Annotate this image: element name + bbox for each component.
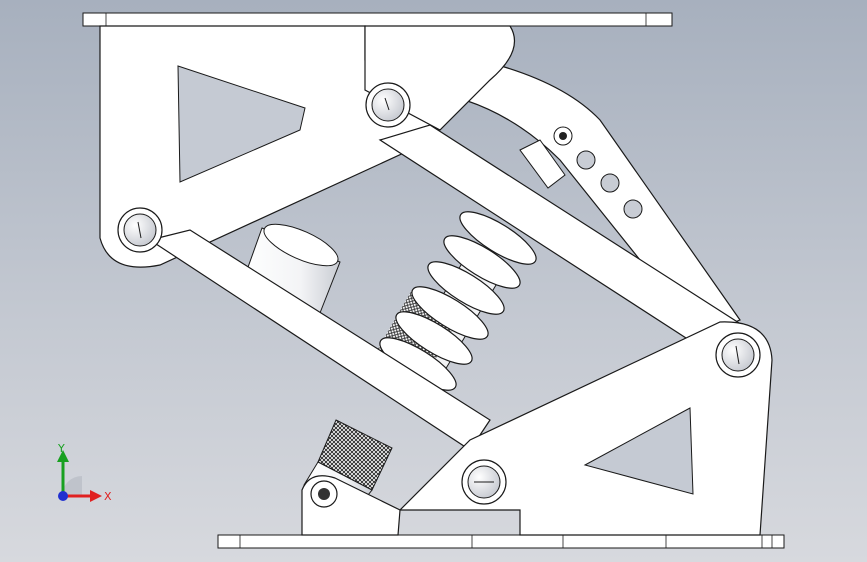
pin-joint-bracket[interactable] bbox=[310, 480, 338, 508]
main-diagonal-link[interactable] bbox=[148, 124, 751, 451]
x-arrow-icon bbox=[90, 490, 102, 502]
y-arrow-icon bbox=[57, 450, 69, 462]
x-axis-label: X bbox=[104, 490, 112, 503]
pin-joint-top[interactable] bbox=[365, 82, 411, 128]
pin-joint-right[interactable] bbox=[715, 332, 761, 378]
top-plate[interactable] bbox=[82, 12, 673, 27]
bottom-plate[interactable] bbox=[217, 534, 785, 549]
y-axis-label: Y bbox=[57, 442, 65, 455]
triad-plane bbox=[62, 476, 82, 496]
pin-joint-left[interactable] bbox=[117, 207, 163, 253]
triad-origin-icon bbox=[58, 491, 68, 501]
coordinate-triad: Y X bbox=[57, 442, 112, 503]
pin-joint-bottom[interactable] bbox=[461, 459, 507, 505]
coil-spring[interactable] bbox=[373, 203, 542, 399]
